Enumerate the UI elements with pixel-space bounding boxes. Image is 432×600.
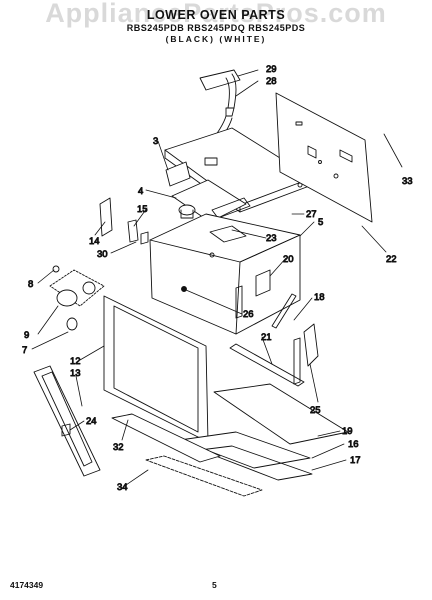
trim-part-32 <box>111 413 221 463</box>
bottom-panel-part <box>179 383 349 481</box>
callout-33: 33 <box>402 176 413 187</box>
hinge-part-25 <box>303 323 319 367</box>
page-title: LOWER OVEN PARTS <box>146 8 286 22</box>
callout-19: 19 <box>342 426 353 437</box>
latch-part-24 <box>61 423 71 437</box>
hinge-receiver-part <box>293 337 301 385</box>
door-gasket-part <box>33 365 101 477</box>
page-number: 5 <box>212 580 217 590</box>
callout-25: 25 <box>310 405 321 416</box>
lamp-socket-part <box>82 281 96 295</box>
heat-shield-part <box>171 179 247 223</box>
light-bulb-part <box>66 317 78 331</box>
callout-7: 7 <box>22 345 27 356</box>
bracket-part-3 <box>165 161 191 187</box>
side-rail-part <box>271 293 297 329</box>
leader-lines <box>31 69 403 486</box>
vent-trim-part-34 <box>145 455 263 497</box>
callout-9: 9 <box>24 330 29 341</box>
callout-17: 17 <box>350 455 361 466</box>
callout-32: 32 <box>113 442 124 453</box>
callout-15: 15 <box>137 204 148 215</box>
shield-flange <box>211 197 251 219</box>
callout-28: 28 <box>266 76 277 87</box>
callout-4: 4 <box>138 186 143 197</box>
thermostat-bulb-part <box>178 204 196 216</box>
color-variants: (BLACK) (WHITE) <box>165 34 267 44</box>
callout-8: 8 <box>28 279 33 290</box>
switch-part-30 <box>127 219 139 243</box>
model-numbers: RBS245PDB RBS245PDQ RBS245PDS <box>126 23 306 33</box>
callout-27: 27 <box>306 209 317 220</box>
callout-18: 18 <box>314 292 325 303</box>
callout-22: 22 <box>386 254 397 265</box>
callout-labels: 29 28 3 33 4 15 14 27 5 22 23 30 20 8 26… <box>22 64 413 494</box>
watermark: AppliancePartsPros.com <box>45 0 387 28</box>
callout-12: 12 <box>70 356 81 367</box>
lamp-lens-part <box>56 289 78 307</box>
callout-5: 5 <box>318 217 323 228</box>
callout-16: 16 <box>348 439 359 450</box>
callout-20: 20 <box>283 254 294 265</box>
callout-13: 13 <box>70 368 81 379</box>
oven-liner-part <box>149 213 301 335</box>
bracket-part-14 <box>99 197 113 237</box>
document-number: 4174349 <box>10 580 44 590</box>
thermostat-base <box>180 209 194 219</box>
lamp-screw-part <box>52 265 60 273</box>
callout-24: 24 <box>86 416 97 427</box>
callout-21: 21 <box>261 332 272 343</box>
callout-34: 34 <box>117 482 128 493</box>
callout-30: 30 <box>97 249 108 260</box>
callout-26: 26 <box>243 309 254 320</box>
clip-part-15 <box>140 231 149 245</box>
callout-29: 29 <box>266 64 277 75</box>
rack-guide-part <box>229 343 305 387</box>
callout-23: 23 <box>266 233 277 244</box>
callout-3: 3 <box>153 136 158 147</box>
rear-panel-part <box>275 92 373 223</box>
callout-14: 14 <box>89 236 100 247</box>
